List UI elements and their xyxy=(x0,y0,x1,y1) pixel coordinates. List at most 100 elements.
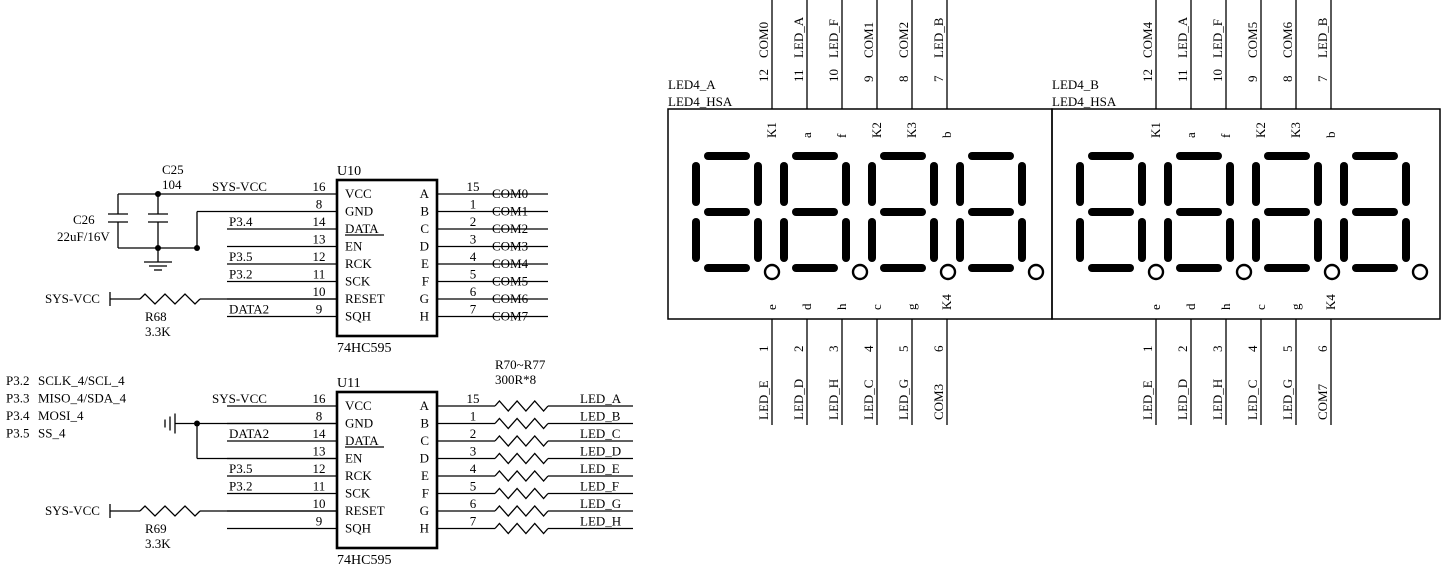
display-0-digit xyxy=(956,152,1045,281)
digit-segment xyxy=(1088,152,1134,160)
net-label: DATA2 xyxy=(229,426,269,441)
pin-name: RESET xyxy=(345,291,385,306)
decimal-point xyxy=(1147,263,1165,281)
pin-number: 3 xyxy=(470,444,477,459)
digit-segment xyxy=(968,208,1014,216)
net-label: LED_A xyxy=(1175,16,1190,58)
segment-label: h xyxy=(1218,303,1233,310)
net-label: COM7 xyxy=(492,309,529,324)
digit-segment xyxy=(1264,152,1310,160)
segment-label: K2 xyxy=(869,122,884,138)
display-0-name: LED4_A xyxy=(668,77,716,92)
pin-name: F xyxy=(422,486,429,501)
digit-segment xyxy=(780,162,788,206)
net-label: SYS-VCC xyxy=(212,391,267,406)
pin-number: 12 xyxy=(756,69,771,82)
u10-part-label: 74HC595 xyxy=(337,341,391,356)
segment-label: d xyxy=(1183,303,1198,310)
r68-resistor xyxy=(139,293,201,305)
display-1-name: LED4_B xyxy=(1052,77,1099,92)
display-1-digit xyxy=(1076,152,1165,281)
net-label: LED_F xyxy=(1210,19,1225,58)
display-1-digit xyxy=(1340,152,1429,281)
segment-label: f xyxy=(834,133,849,138)
net-label: LED_D xyxy=(580,444,621,459)
segment-label: f xyxy=(1218,133,1233,138)
u11-ref: U11 xyxy=(337,376,361,391)
pin-number: 4 xyxy=(470,461,477,476)
pin-number: 2 xyxy=(470,214,477,229)
c26-ref: C26 xyxy=(73,212,95,227)
pin-number: 10 xyxy=(313,284,326,299)
reset-net-label: SYS-VCC xyxy=(45,503,100,518)
pin-name: D xyxy=(420,239,429,254)
c25-value: 104 xyxy=(162,177,182,192)
pin-name: G xyxy=(420,503,429,518)
digit-segment xyxy=(1164,162,1172,206)
pin-number: 9 xyxy=(1245,76,1260,83)
net-label: LED_D xyxy=(1175,379,1190,420)
net-label: COM1 xyxy=(492,204,528,219)
net-label: P3.4 xyxy=(229,214,253,229)
pin-number: 7 xyxy=(931,75,946,82)
net-label: LED_B xyxy=(931,17,946,58)
pin-number: 8 xyxy=(316,409,323,424)
pin-number: 9 xyxy=(316,514,323,529)
net-label: LED_A xyxy=(791,16,806,58)
digit-segment xyxy=(1176,208,1222,216)
digit-segment xyxy=(1076,162,1084,206)
digit-segment xyxy=(1252,162,1260,206)
display-0-digit xyxy=(692,152,781,281)
net-label: LED_G xyxy=(580,496,621,511)
u11-chip-body xyxy=(335,390,439,550)
pin-number: 1 xyxy=(756,346,771,353)
pin-name: C xyxy=(420,433,429,448)
r69-value: 3.3K xyxy=(145,536,171,551)
segment-label: K4 xyxy=(1323,294,1338,310)
digit-segment xyxy=(1164,218,1172,262)
segment-label: K3 xyxy=(1288,122,1303,138)
segment-label: g xyxy=(904,303,919,310)
segment-label: c xyxy=(869,304,884,310)
pin-number: 15 xyxy=(467,179,480,194)
r68-value: 3.3K xyxy=(145,324,171,339)
pin-number: 11 xyxy=(313,479,326,494)
net-label: LED_A xyxy=(580,391,622,406)
display-0-part: LED4_HSA xyxy=(668,94,733,109)
digit-segment xyxy=(704,152,750,160)
digit-segment xyxy=(1076,218,1084,262)
pin-number: 1 xyxy=(1140,346,1155,353)
reset-net-label: SYS-VCC xyxy=(45,291,100,306)
net-label: LED_C xyxy=(580,426,620,441)
digit-segment xyxy=(968,264,1014,272)
u11-part-label: 74HC595 xyxy=(337,553,391,568)
pin-name: RCK xyxy=(345,256,372,271)
digit-segment xyxy=(880,208,926,216)
output-resistor xyxy=(494,522,549,535)
c26-value: 22uF/16V xyxy=(57,229,110,244)
digit-segment xyxy=(1352,264,1398,272)
net-label: COM0 xyxy=(492,186,528,201)
display-1-part: LED4_HSA xyxy=(1052,94,1117,109)
digit-segment xyxy=(968,152,1014,160)
digit-segment xyxy=(704,264,750,272)
segment-label: b xyxy=(1323,132,1338,139)
digit-segment xyxy=(956,162,964,206)
pin-number: 5 xyxy=(470,267,477,282)
digit-segment xyxy=(704,208,750,216)
net-label: COM6 xyxy=(1280,21,1295,58)
digit-segment xyxy=(868,218,876,262)
pin-name: A xyxy=(420,186,430,201)
pin-name: B xyxy=(420,416,429,431)
segment-label: c xyxy=(1253,304,1268,310)
pin-map-port: P3.4 xyxy=(6,408,30,423)
pin-number: 7 xyxy=(1315,75,1330,82)
digit-segment xyxy=(1340,162,1348,206)
pin-name: VCC xyxy=(345,398,372,413)
net-label: LED_H xyxy=(580,514,621,529)
output-resistor xyxy=(494,487,549,500)
segment-label: K2 xyxy=(1253,122,1268,138)
net-label: P3.2 xyxy=(229,479,252,494)
pin-number: 13 xyxy=(313,232,326,247)
